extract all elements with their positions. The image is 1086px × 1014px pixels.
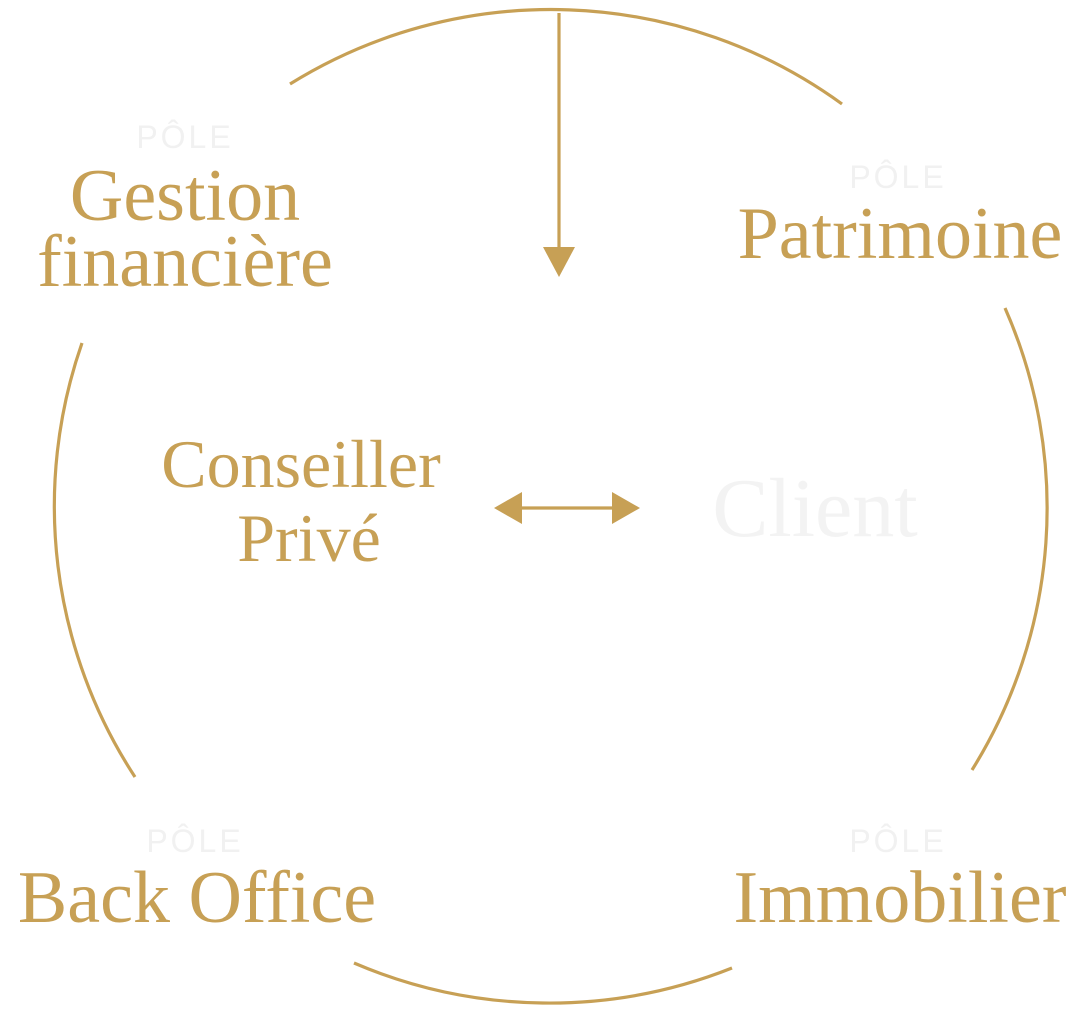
double-arrow-icon [494,492,640,524]
advisor-node: Conseiller Privé [161,426,441,576]
pole-prefix: PÔLE [146,823,243,859]
pole-title: Immobilier [734,857,1067,939]
arrow-down-icon [543,13,575,277]
pole-back-office: PÔLE Back Office [18,823,376,939]
arc-right [970,307,1049,771]
pole-prefix: PÔLE [849,823,946,859]
client-label: Client [712,462,917,555]
arc-left [52,342,137,778]
pole-title-line1: Gestion [70,155,300,237]
advisor-line2: Privé [237,500,381,576]
pole-gestion-financiere: PÔLE Gestion financière [37,119,333,303]
pole-prefix: PÔLE [136,119,233,155]
pole-immobilier: PÔLE Immobilier [734,823,1067,939]
cycle-arcs [52,7,1049,1005]
pole-title-line2: financière [37,221,333,303]
arc-bottom [353,961,733,1005]
advisor-line1: Conseiller [161,426,441,502]
pole-title: Patrimoine [738,193,1063,275]
arc-top [289,7,843,106]
pole-prefix: PÔLE [849,159,946,195]
pole-title: Back Office [18,857,376,939]
pole-patrimoine: PÔLE Patrimoine [738,159,1063,275]
